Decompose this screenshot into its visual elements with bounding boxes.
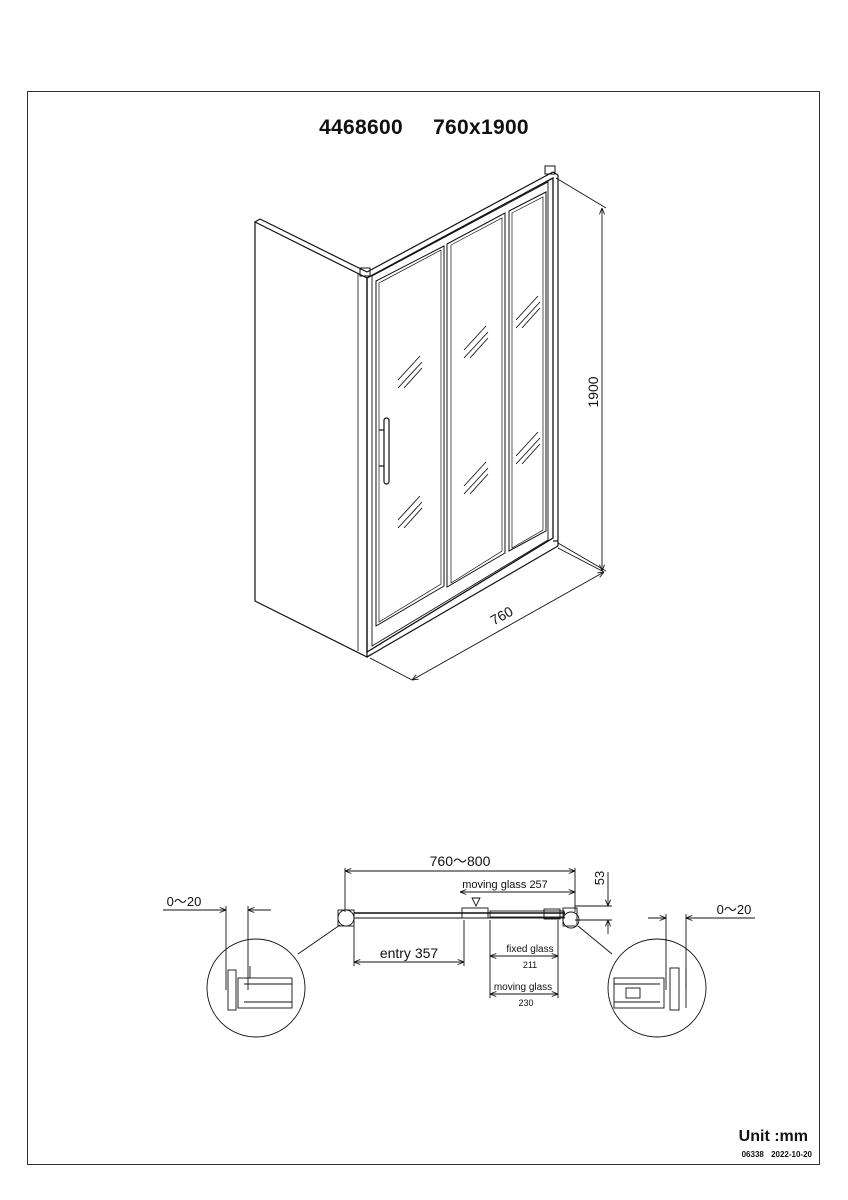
product-code: 4468600 — [319, 116, 403, 139]
middle-glass-panel — [446, 212, 506, 588]
plan-profile — [337, 897, 578, 927]
right-detail-circle — [607, 938, 707, 1038]
right-adjust-label: 0～20 — [717, 902, 752, 917]
left-adjust-label: 0～20 — [167, 894, 202, 909]
sliding-glass-panel — [375, 245, 445, 627]
door-frame — [366, 171, 559, 658]
moving-glass-bottom-value: 230 — [518, 998, 533, 1008]
document-date: 2022-10-20 — [771, 1150, 812, 1159]
height-dimension — [555, 177, 607, 572]
moving-glass-bottom-label: moving glass — [494, 982, 552, 993]
height-dimension-label: 1900 — [585, 376, 601, 407]
left-detail-circle — [206, 938, 306, 1038]
fixed-glass-value: 211 — [523, 960, 537, 970]
overall-width-label: 760～800 — [430, 853, 491, 869]
width-dimension — [369, 547, 604, 680]
moving-glass-top-label: moving glass 257 — [462, 879, 548, 891]
side-wall-panel — [254, 218, 373, 658]
drawing-title: 4468600 760x1900 — [0, 116, 848, 140]
depth-label: 53 — [592, 871, 607, 885]
product-size: 760x1900 — [433, 116, 529, 139]
fixed-glass-panel — [508, 191, 547, 552]
isometric-view — [254, 165, 607, 680]
document-footer: 06338 2022-10-20 — [737, 1150, 812, 1159]
fixed-glass-label: fixed glass — [506, 944, 553, 955]
door-handle — [379, 417, 390, 485]
unit-label: Unit :mm — [738, 1128, 808, 1145]
plan-view — [163, 868, 755, 1038]
document-number: 06338 — [741, 1150, 764, 1159]
entry-label: entry 357 — [380, 945, 439, 961]
glass-reflection-marks — [397, 295, 541, 529]
drawing-frame — [27, 91, 820, 1165]
